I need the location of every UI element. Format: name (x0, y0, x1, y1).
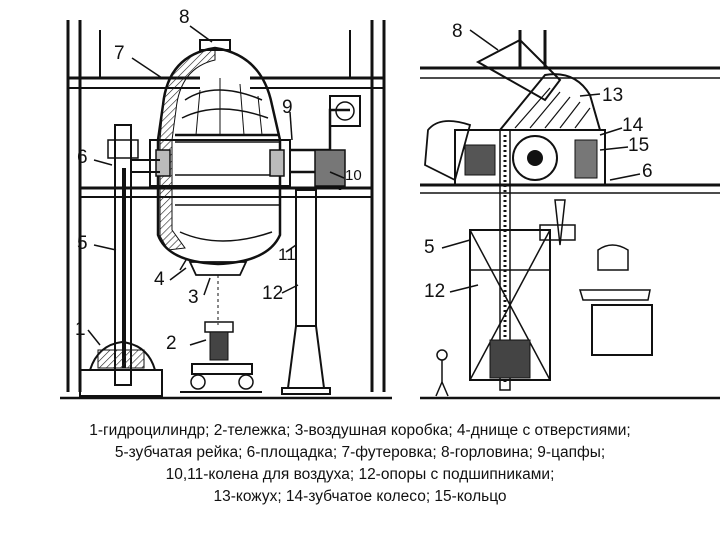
right-view (420, 30, 720, 400)
gear-housing (454, 129, 606, 186)
callout-right-15: 15 (628, 135, 650, 156)
support-pillar (281, 95, 361, 395)
frame-columns (66, 20, 386, 392)
legend-caption: 1-гидроцилиндр; 2-тележка; 3-воздушная к… (0, 420, 720, 508)
legend-line-1: 1-гидроцилиндр; 2-тележка; 3-воздушная к… (89, 422, 631, 439)
ladle-bucket (578, 244, 653, 356)
legend-line-4: 13-кожух; 14-зубчатое колесо; 15-кольцо (213, 488, 507, 505)
legend-line-3: 10,11-колена для воздуха; 12-опоры с под… (165, 466, 555, 483)
callout-left-11: 11 (278, 245, 296, 264)
callout-right-8: 8 (452, 21, 463, 42)
callout-left-5: 5 (77, 233, 88, 254)
callout-left-4: 4 (154, 269, 165, 290)
converter-diagram (60, 20, 720, 400)
hydraulic-cylinder (79, 124, 163, 397)
callout-right-13: 13 (602, 85, 624, 106)
platform-beam (80, 186, 372, 198)
legend-line-2: 5-зубчатая рейка; 6-площадка; 7-футеровк… (114, 444, 606, 461)
spout (424, 120, 472, 182)
callout-right-14: 14 (622, 115, 644, 136)
operator-figure (435, 349, 449, 397)
callout-left-3: 3 (188, 287, 199, 308)
leader-lines (87, 25, 641, 346)
callout-left-9: 9 (282, 97, 293, 118)
callout-left-12: 12 (262, 283, 284, 304)
callout-right-12: 12 (424, 281, 446, 302)
tilted-converter (475, 38, 602, 131)
callout-left-1: 1 (75, 319, 86, 340)
support-structure (469, 199, 576, 381)
callout-left-6: 6 (77, 147, 88, 168)
callout-left-2: 2 (166, 333, 177, 354)
converter-body (149, 39, 291, 325)
callout-right-5: 5 (424, 237, 435, 258)
callout-left-10: 10 (345, 167, 362, 184)
left-view (60, 20, 392, 400)
callout-right-6: 6 (642, 161, 653, 182)
trolley (180, 321, 262, 393)
callout-left-8: 8 (179, 7, 190, 28)
callout-left-7: 7 (114, 43, 125, 64)
rack-column (499, 129, 511, 391)
